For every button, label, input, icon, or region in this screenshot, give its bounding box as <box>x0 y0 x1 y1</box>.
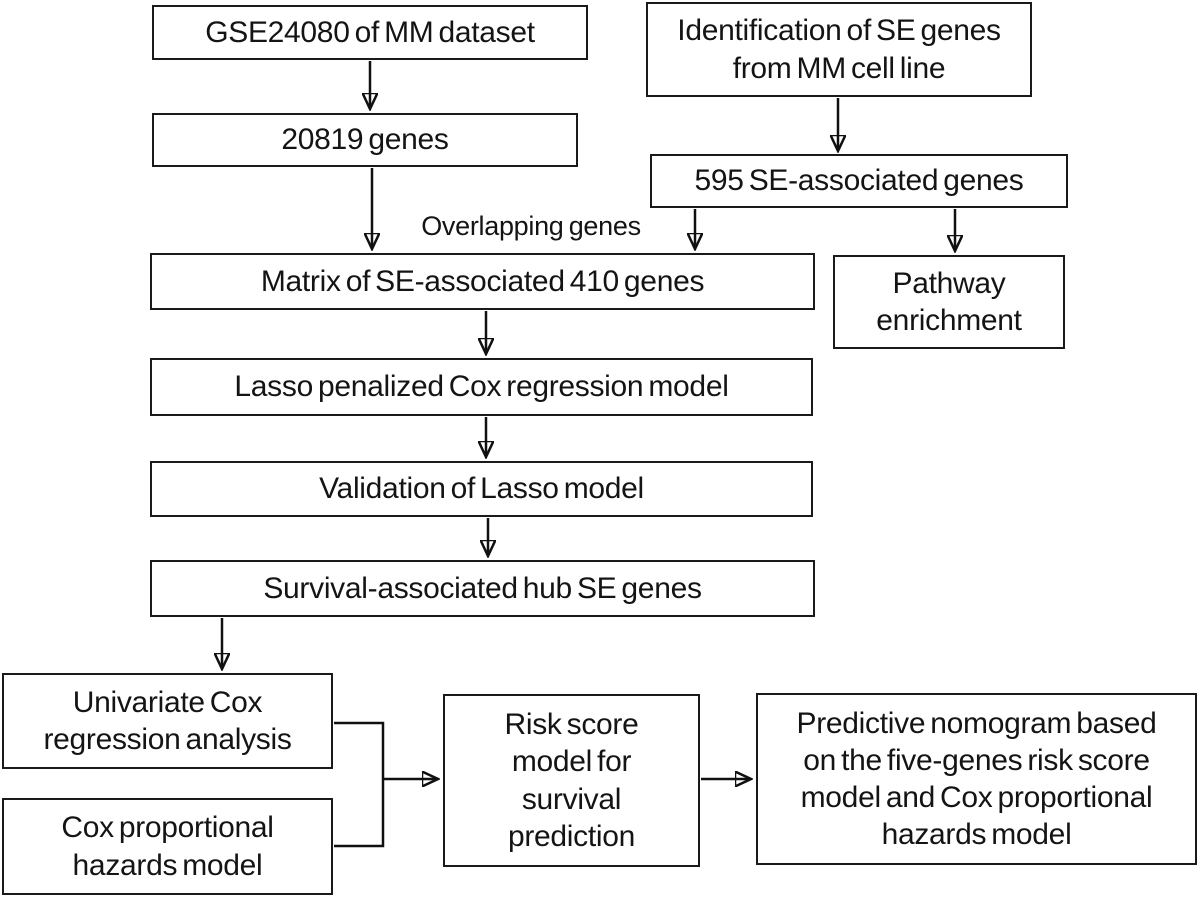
node-validation-lasso: Validation of Lasso model <box>150 461 813 517</box>
node-20819-genes: 20819 genes <box>152 113 578 167</box>
node-pathway-enrichment: Pathway enrichment <box>833 255 1065 349</box>
node-risk-score-model: Risk score model for survival prediction <box>443 694 700 867</box>
node-cox-proportional-hazards: Cox proportional hazards model <box>2 798 333 895</box>
node-identification-se-genes: Identification of SE genes from MM cell … <box>646 2 1032 97</box>
node-univariate-cox: Univariate Cox regression analysis <box>2 673 333 769</box>
overlapping-genes-label: Overlapping genes <box>421 211 641 241</box>
connector-bracket <box>334 721 385 848</box>
node-595-se-associated-genes: 595 SE-associated genes <box>650 154 1068 208</box>
node-survival-hub-se-genes: Survival-associated hub SE genes <box>150 560 815 617</box>
node-lasso-cox-regression: Lasso penalized Cox regression model <box>150 358 813 416</box>
node-matrix-410-genes: Matrix of SE-associated 410 genes <box>150 253 815 310</box>
node-gse24080-dataset: GSE24080 of MM dataset <box>152 5 588 60</box>
node-predictive-nomogram: Predictive nomogram based on the five-ge… <box>756 693 1197 865</box>
